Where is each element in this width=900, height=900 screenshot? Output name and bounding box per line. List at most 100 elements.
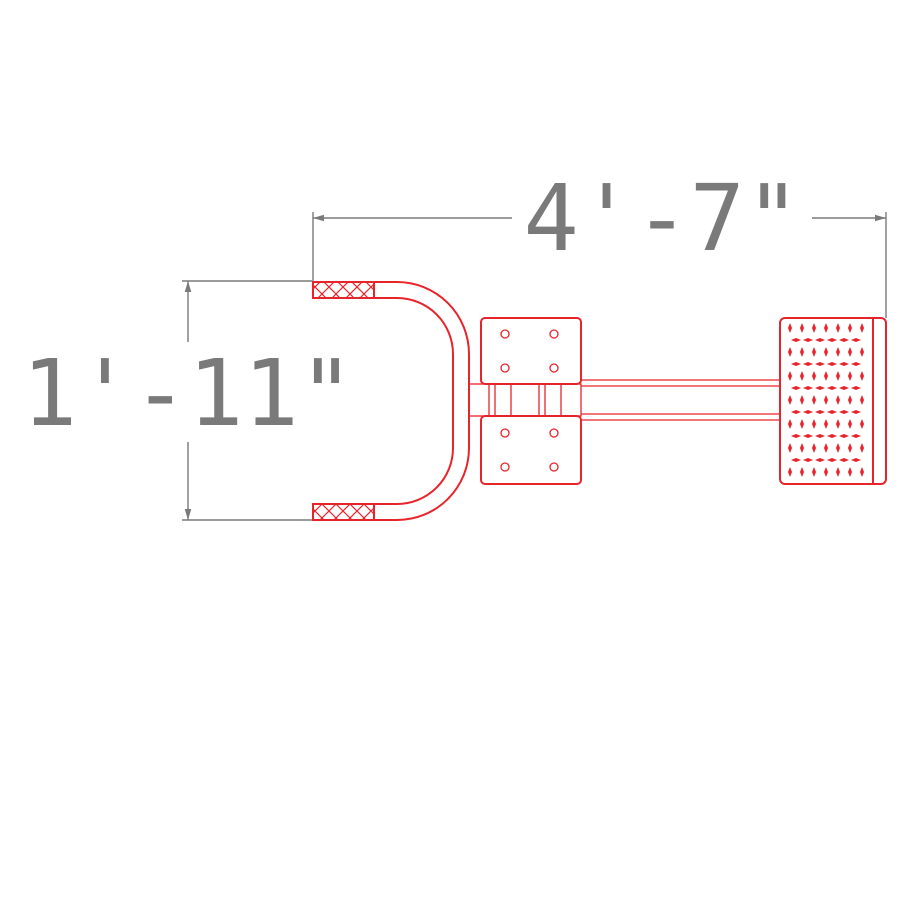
tread-diamond (860, 467, 864, 477)
tread-diamond (848, 467, 852, 477)
stringer-rails (581, 379, 780, 421)
tread-diamond (851, 386, 861, 390)
tread-diamond (815, 434, 825, 438)
tread-diamond (812, 347, 816, 357)
tread-diamond (815, 410, 825, 414)
tread-diamond (848, 419, 852, 429)
grip-bottom (312, 503, 375, 521)
tread-diamond (812, 395, 816, 405)
tread-diamond (815, 386, 825, 390)
tread-diamond (791, 410, 801, 414)
tread-diamond (788, 347, 792, 357)
tread-diamond (836, 443, 840, 453)
tread-plate (779, 317, 887, 485)
tread-diamond (860, 323, 864, 333)
tread-diamond (803, 386, 813, 390)
diamond-tread-pattern (788, 323, 864, 477)
bolt-hole (500, 329, 510, 339)
tread-diamond (800, 371, 804, 381)
tread-diamond (848, 347, 852, 357)
tread-diamond (812, 419, 816, 429)
tread-diamond (791, 338, 801, 342)
mounting-assembly (468, 317, 582, 485)
tread-diamond (836, 419, 840, 429)
tread-diamond (803, 338, 813, 342)
tread-diamond (839, 410, 849, 414)
depth-dimension-label: 1'-11" (22, 340, 354, 447)
tread-diamond (803, 434, 813, 438)
tread-diamond (836, 371, 840, 381)
tread-diamond (836, 467, 840, 477)
tread-diamond (803, 362, 813, 366)
grip-top (312, 281, 375, 299)
tread-diamond (839, 458, 849, 462)
tread-diamond (788, 467, 792, 477)
tread-diamond (791, 386, 801, 390)
tread-diamond (851, 362, 861, 366)
bolt-hole (549, 329, 559, 339)
tread-diamond (800, 395, 804, 405)
tread-diamond (800, 467, 804, 477)
tread-diamond (788, 323, 792, 333)
tread-diamond (791, 458, 801, 462)
tread-diamond (800, 443, 804, 453)
tread-diamond (824, 443, 828, 453)
tread-diamond (824, 467, 828, 477)
tread-diamond (788, 371, 792, 381)
tread-diamond (824, 371, 828, 381)
tread-diamond (860, 419, 864, 429)
width-dimension-label: 4'-7" (524, 165, 801, 272)
tread-diamond (824, 395, 828, 405)
handle-tube-inner (374, 297, 454, 505)
tread-diamond (851, 410, 861, 414)
tread-diamond (803, 410, 813, 414)
tread-diamond (824, 323, 828, 333)
width-dimension: 4'-7" (312, 165, 887, 318)
tread-diamond (827, 386, 837, 390)
tread-diamond (815, 338, 825, 342)
handle-tube-outer (374, 281, 470, 521)
tread-diamond (848, 395, 852, 405)
tread-diamond (791, 362, 801, 366)
tread-diamond (812, 443, 816, 453)
bolt-hole (500, 462, 510, 472)
tread-diamond (800, 347, 804, 357)
tread-diamond (827, 338, 837, 342)
tread-diamond (812, 323, 816, 333)
tread-diamond (848, 443, 852, 453)
tread-diamond (860, 347, 864, 357)
tread-diamond (800, 323, 804, 333)
tread-diamond (815, 458, 825, 462)
tread-diamond (848, 323, 852, 333)
depth-dimension: 1'-11" (22, 280, 354, 521)
tread-diamond (812, 371, 816, 381)
tread-diamond (788, 419, 792, 429)
tread-diamond (851, 434, 861, 438)
tread-diamond (836, 347, 840, 357)
bolt-hole (500, 428, 510, 438)
tread-diamond (836, 323, 840, 333)
tread-diamond (851, 338, 861, 342)
hub-connector (468, 383, 582, 417)
tread-diamond (848, 371, 852, 381)
tread-diamond (827, 458, 837, 462)
tread-diamond (788, 443, 792, 453)
tread-diamond (800, 419, 804, 429)
tread-diamond (788, 395, 792, 405)
tread-diamond (827, 362, 837, 366)
mounting-plate-top (480, 317, 582, 385)
tread-diamond (791, 434, 801, 438)
tread-diamond (827, 434, 837, 438)
tread-diamond (860, 395, 864, 405)
tread-diamond (851, 458, 861, 462)
bolt-hole (500, 363, 510, 373)
tread-diamond (836, 395, 840, 405)
tread-diamond (812, 467, 816, 477)
tread-diamond (839, 338, 849, 342)
bolt-hole (549, 462, 559, 472)
tread-diamond (839, 386, 849, 390)
tread-diamond (860, 371, 864, 381)
bolt-hole (549, 363, 559, 373)
tread-diamond (839, 434, 849, 438)
tread-diamond (815, 362, 825, 366)
